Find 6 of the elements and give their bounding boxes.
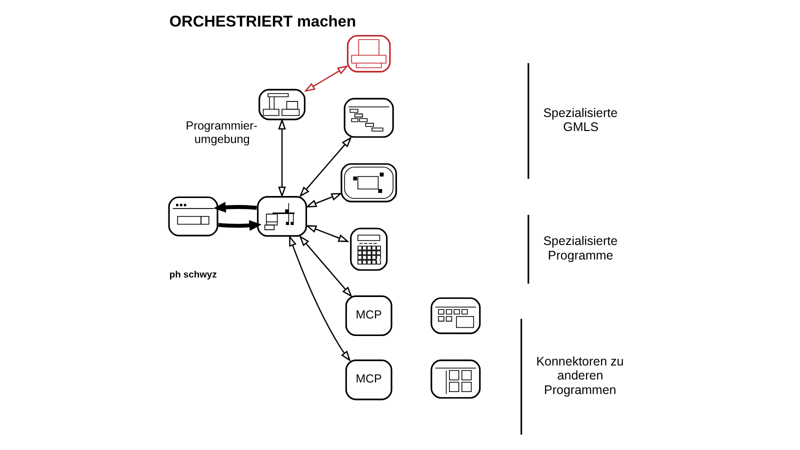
label: Konnektoren zu anderen Programmen bbox=[536, 354, 624, 397]
diagram-title: ORCHESTRIERT machen bbox=[168, 13, 356, 30]
node-label: Programmier- umgebung bbox=[185, 120, 257, 146]
label: ph schwyz bbox=[168, 269, 216, 280]
label: Spezialisierte Programme bbox=[542, 234, 618, 262]
label: Spezialisierte GMLS bbox=[542, 106, 618, 134]
